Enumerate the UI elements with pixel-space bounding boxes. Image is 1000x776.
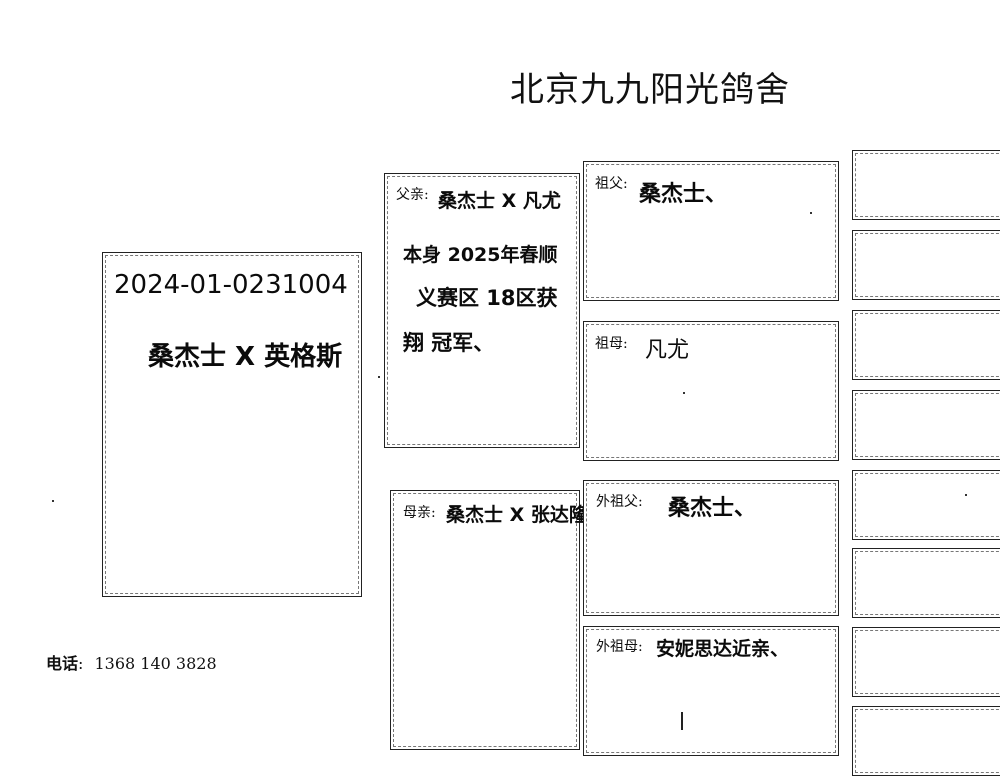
scan-speck bbox=[52, 500, 54, 502]
mother-card bbox=[390, 490, 580, 750]
grandmother-value: 凡尤 bbox=[645, 338, 690, 363]
father-line-3: 义赛区 18区获 bbox=[416, 286, 558, 310]
ancestor-box-2 bbox=[852, 230, 1000, 300]
father-card bbox=[384, 173, 580, 448]
father-line-4: 翔 冠军、 bbox=[403, 331, 495, 355]
ancestor-box-6 bbox=[852, 548, 1000, 618]
scan-speck bbox=[378, 376, 380, 378]
phone-number: 1368 140 3828 bbox=[94, 654, 217, 673]
scan-speck bbox=[965, 494, 967, 496]
grandfather-label: 祖父: bbox=[595, 176, 628, 192]
maternal-grandmother-card bbox=[583, 626, 839, 756]
contact-phone: 电话: 1368 140 3828 bbox=[46, 650, 217, 674]
grandfather-card bbox=[583, 161, 839, 301]
ancestor-box-4 bbox=[852, 390, 1000, 460]
maternal-grandfather-card bbox=[583, 480, 839, 616]
pen-mark bbox=[681, 712, 683, 730]
father-line-1: 桑杰士 X 凡尤 bbox=[438, 190, 561, 212]
maternal-grandmother-value: 安妮思达近亲、 bbox=[656, 638, 790, 660]
ancestor-box-5 bbox=[852, 470, 1000, 540]
mother-label: 母亲: bbox=[403, 505, 436, 521]
pigeon-bloodline: 桑杰士 X 英格斯 bbox=[148, 342, 343, 372]
ring-number: 2024-01-0231004 bbox=[114, 270, 348, 300]
scan-speck bbox=[810, 212, 812, 214]
ancestor-box-3 bbox=[852, 310, 1000, 380]
maternal-grandfather-label: 外祖父: bbox=[596, 494, 643, 510]
grandfather-value: 桑杰士、 bbox=[639, 182, 728, 207]
phone-label: 电话 bbox=[46, 654, 79, 673]
page-title: 北京九九阳光鸽舍 bbox=[510, 70, 790, 110]
scan-speck bbox=[683, 392, 685, 394]
phone-colon: : bbox=[78, 654, 84, 673]
ancestor-box-8 bbox=[852, 706, 1000, 776]
maternal-grandmother-label: 外祖母: bbox=[596, 639, 643, 655]
father-label: 父亲: bbox=[396, 187, 429, 203]
mother-value: 桑杰士 X 张达隆 bbox=[446, 504, 588, 526]
father-line-2: 本身 2025年春顺 bbox=[403, 244, 558, 266]
ancestor-box-1 bbox=[852, 150, 1000, 220]
ancestor-box-7 bbox=[852, 627, 1000, 697]
grandmother-card bbox=[583, 321, 839, 461]
grandmother-label: 祖母: bbox=[595, 336, 628, 352]
pigeon-card bbox=[102, 252, 362, 597]
maternal-grandfather-value: 桑杰士、 bbox=[668, 496, 757, 521]
